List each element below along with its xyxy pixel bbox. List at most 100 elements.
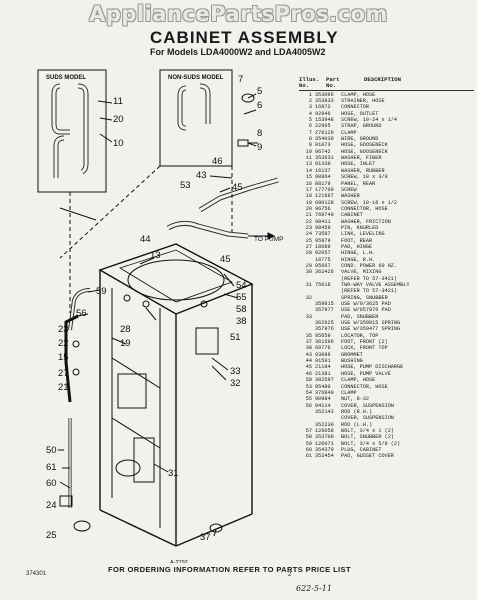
part-description: ROD (R.H.) bbox=[341, 408, 373, 415]
part-ref-number: 33 bbox=[305, 313, 312, 320]
part-description: BOLT, SNUBBER (2) bbox=[341, 434, 394, 441]
part-description: PAD, SNUBBER bbox=[341, 313, 379, 320]
part-description: LINK, LEVELING bbox=[341, 231, 385, 238]
part-description: SCREW, 10-16 x 1/2 bbox=[341, 199, 398, 206]
part-number: 376840 bbox=[315, 389, 334, 396]
page-number: 2 bbox=[288, 572, 292, 578]
part-description: CONNECTOR bbox=[341, 104, 370, 111]
header-ref: Illus. No. bbox=[299, 76, 320, 90]
callout-number: 10 bbox=[113, 138, 124, 149]
part-number: 680128 bbox=[315, 199, 334, 206]
part-description: GROMMET bbox=[341, 351, 363, 358]
callout-number: 53 bbox=[180, 180, 191, 191]
callout-number: 5 bbox=[257, 86, 262, 97]
part-number: 18775 bbox=[315, 256, 331, 263]
part-description: HINGE, L.H. bbox=[341, 250, 376, 257]
part-number: 359815 bbox=[315, 301, 334, 308]
part-description: USE W/0/3625 PAD bbox=[341, 301, 391, 308]
part-description: CLAMP bbox=[341, 129, 357, 136]
part-description: NUT, 8-32 bbox=[341, 396, 370, 403]
part-number: 353096 bbox=[315, 91, 334, 98]
callout-number: 7 bbox=[238, 74, 243, 85]
part-description: BOLT, 3/4 x 5/8 (2) bbox=[341, 440, 401, 447]
part-description: SCREW bbox=[341, 186, 357, 193]
part-description: SPRING, SNUBBER bbox=[341, 294, 388, 301]
part-number: 98459 bbox=[315, 224, 331, 231]
part-description: BOLT, 3/4 x 1 (2) bbox=[341, 427, 394, 434]
part-ref-number: 32 bbox=[305, 294, 312, 301]
part-number: 69776 bbox=[315, 345, 331, 352]
part-description: COVER, SUSPENSION bbox=[341, 415, 394, 422]
part-number: 382597 bbox=[315, 377, 334, 384]
callout-number: 13 bbox=[150, 250, 161, 261]
part-ref-number: 28 bbox=[305, 250, 312, 257]
part-ref-number: 56 bbox=[305, 402, 312, 409]
part-number: 353631 bbox=[315, 155, 334, 162]
part-number: 21381 bbox=[315, 370, 331, 377]
part-description: SCREW, 10 x 3/8 bbox=[341, 174, 388, 181]
part-number: 91591 bbox=[315, 358, 331, 365]
part-number: 354039 bbox=[315, 136, 334, 143]
part-number: 94114 bbox=[315, 402, 331, 409]
part-description: COVER, SUSPENSION bbox=[341, 402, 394, 409]
callout-number: 11 bbox=[113, 96, 123, 107]
callout-number: 32 bbox=[230, 378, 241, 389]
part-ref-number: 17 bbox=[305, 186, 312, 193]
callout-number: 43 bbox=[196, 170, 207, 181]
part-description: HOSE, OUTLET bbox=[341, 110, 379, 117]
part-description: FOOT, REAR bbox=[341, 237, 373, 244]
part-ref-number: 60 bbox=[305, 446, 312, 453]
to-pump-label: TO PUMP bbox=[254, 236, 284, 243]
callout-number: 23 bbox=[58, 324, 69, 335]
callout-number: 44 bbox=[140, 234, 151, 245]
callout-number: 19 bbox=[120, 338, 131, 349]
part-ref-number: 29 bbox=[305, 262, 312, 269]
part-ref-number: 45 bbox=[305, 364, 312, 371]
part-description: BUSHING bbox=[341, 358, 363, 365]
part-number: 177709 bbox=[315, 186, 334, 193]
part-ref-number: 38 bbox=[305, 345, 312, 352]
part-number: 73587 bbox=[315, 231, 331, 238]
callout-number: 25 bbox=[46, 530, 57, 541]
part-ref-number: 7 bbox=[308, 129, 312, 136]
part-description: VALVE, MIXING bbox=[341, 269, 382, 276]
callout-number: 50 bbox=[46, 445, 57, 456]
part-description: USE W/359477 SPRING bbox=[341, 326, 401, 333]
part-ref-number: 23 bbox=[305, 224, 312, 231]
part-ref-number: 44 bbox=[305, 358, 312, 365]
part-description: ROD (L.H.) bbox=[341, 421, 373, 428]
part-description: COND. POWER 60 HZ. bbox=[341, 262, 398, 269]
callout-number: 55 bbox=[236, 292, 247, 303]
part-description: PANEL, REAR bbox=[341, 180, 376, 187]
part-description: LOCATOR, TOP bbox=[341, 332, 379, 339]
nonsuds-model-box bbox=[159, 69, 233, 167]
part-number: 96742 bbox=[315, 148, 331, 155]
page-title: CABINET ASSEMBLY bbox=[150, 28, 339, 47]
part-ref-number: 20 bbox=[305, 205, 312, 212]
part-number: 352454 bbox=[315, 453, 334, 460]
part-ref-number: 11 bbox=[305, 155, 312, 162]
part-ref-number: 14 bbox=[305, 167, 312, 174]
part-ref-number: 31 bbox=[305, 282, 312, 288]
callout-number: 59 bbox=[96, 286, 107, 297]
part-number: 16872 bbox=[315, 104, 331, 111]
part-ref-number: 25 bbox=[305, 237, 312, 244]
part-ref-number: 54 bbox=[305, 389, 312, 396]
header-description: DESCRIPTION bbox=[364, 77, 401, 83]
callout-number: 20 bbox=[113, 114, 124, 125]
suds-model-label: SUDS MODEL bbox=[46, 75, 86, 81]
